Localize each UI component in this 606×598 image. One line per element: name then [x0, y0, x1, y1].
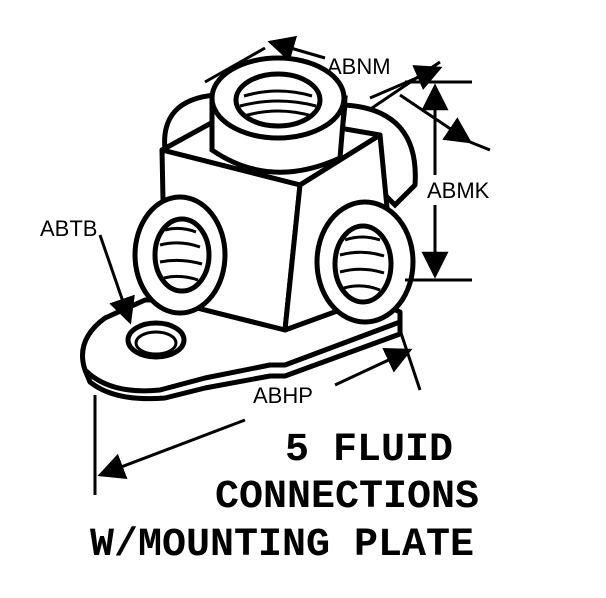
caption-line-2: CONNECTIONS	[215, 475, 479, 520]
label-abhp: ABHP	[253, 383, 313, 408]
port-top	[209, 55, 348, 175]
port-right	[314, 199, 416, 325]
mounting-hole	[125, 320, 187, 360]
label-abnm: ABNM	[327, 54, 391, 79]
dimension-lines	[93, 35, 491, 495]
port-left	[132, 194, 240, 316]
label-abtb: ABTB	[40, 216, 97, 241]
caption-line-1: 5 FLUID	[285, 428, 453, 473]
label-abmk: ABMK	[427, 178, 490, 203]
caption-line-3: W/MOUNTING PLATE	[90, 523, 474, 568]
mounting-plate	[80, 297, 403, 402]
